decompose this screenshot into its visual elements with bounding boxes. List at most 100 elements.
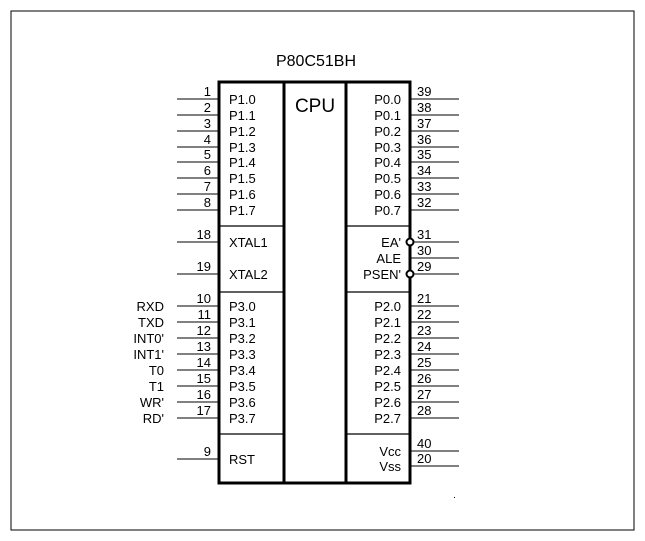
pin-external-label: INT0' <box>133 331 164 346</box>
pin-external-label: T0 <box>149 363 164 378</box>
pin-number: 11 <box>198 307 212 322</box>
pin-label: P1.2 <box>229 124 256 139</box>
pin-label: P0.1 <box>374 108 401 123</box>
pin-number: 23 <box>417 323 431 338</box>
left-pin-7: 7P1.6 <box>177 179 256 202</box>
pin-number: 37 <box>417 116 431 131</box>
pin-number: 19 <box>197 259 211 274</box>
pin-label: P3.6 <box>229 395 256 410</box>
pin-label: P2.3 <box>374 347 401 362</box>
pin-number: 38 <box>417 100 431 115</box>
pin-label: P3.3 <box>229 347 256 362</box>
cpu-label: CPU <box>295 96 335 117</box>
pin-number: 21 <box>417 291 431 306</box>
pin-number: 7 <box>204 179 211 194</box>
chip-body <box>217 80 412 485</box>
left-pin-5: 5P1.4 <box>177 147 256 170</box>
active-low-bubble-icon <box>405 237 415 247</box>
pin-number: 17 <box>197 403 211 418</box>
pin-label: Vcc <box>379 444 401 459</box>
pin-label: XTAL2 <box>229 267 268 282</box>
pin-external-label: TXD <box>138 315 164 330</box>
pin-number: 31 <box>417 227 431 242</box>
pin-number: 28 <box>417 403 431 418</box>
pin-number: 18 <box>197 227 211 242</box>
chip-title: P80C51BH <box>276 53 356 70</box>
pin-number: 16 <box>197 387 211 402</box>
pin-number: 25 <box>417 355 431 370</box>
pin-label: Vss <box>379 459 401 474</box>
pin-label: P0.6 <box>374 187 401 202</box>
pin-number: 30 <box>417 243 431 258</box>
pin-number: 36 <box>417 132 431 147</box>
pin-label: P2.7 <box>374 411 401 426</box>
pin-external-label: T1 <box>149 379 164 394</box>
pin-label: P0.2 <box>374 124 401 139</box>
pin-label: P3.2 <box>229 331 256 346</box>
pin-label: RST <box>229 452 255 467</box>
pin-number: 13 <box>197 339 211 354</box>
pin-label: P1.7 <box>229 203 256 218</box>
pin-label: P2.5 <box>374 379 401 394</box>
pin-label: P2.0 <box>374 299 401 314</box>
pin-external-label: WR' <box>140 395 164 410</box>
frame-border <box>10 10 635 531</box>
left-pin-8: 8P1.7 <box>177 195 256 218</box>
pin-number: 9 <box>204 444 211 459</box>
pin-number: 5 <box>204 147 211 162</box>
pin-label: P3.0 <box>229 299 256 314</box>
left-pin-1: 1P1.0 <box>177 84 256 107</box>
pin-label: P3.4 <box>229 363 256 378</box>
pin-number: 35 <box>417 147 431 162</box>
pin-label: P0.3 <box>374 140 401 155</box>
pin-external-label: RD' <box>143 411 164 426</box>
pin-number: 10 <box>197 291 211 306</box>
pin-label: PSEN' <box>363 267 401 282</box>
pin-label: P3.7 <box>229 411 256 426</box>
pin-label: P2.2 <box>374 331 401 346</box>
pin-number: 4 <box>204 132 211 147</box>
pin-number: 6 <box>204 163 211 178</box>
pin-number: 14 <box>197 355 211 370</box>
left-pin-6: 6P1.5 <box>177 163 256 186</box>
left-pin-3: 3P1.2 <box>177 116 256 139</box>
pin-number: 22 <box>417 307 431 322</box>
pin-label: P1.6 <box>229 187 256 202</box>
pin-number: 15 <box>197 371 211 386</box>
pin-number: 3 <box>204 116 211 131</box>
pin-number: 29 <box>417 259 431 274</box>
pin-number: 20 <box>417 451 431 466</box>
pin-label: P3.1 <box>229 315 256 330</box>
pin-label: P1.5 <box>229 171 256 186</box>
pin-number: 39 <box>417 84 431 99</box>
pin-number: 24 <box>417 339 431 354</box>
pin-number: 2 <box>204 100 211 115</box>
pin-label: XTAL1 <box>229 235 268 250</box>
pin-number: 32 <box>417 195 431 210</box>
pin-number: 12 <box>197 323 211 338</box>
pin-number: 1 <box>204 84 211 99</box>
